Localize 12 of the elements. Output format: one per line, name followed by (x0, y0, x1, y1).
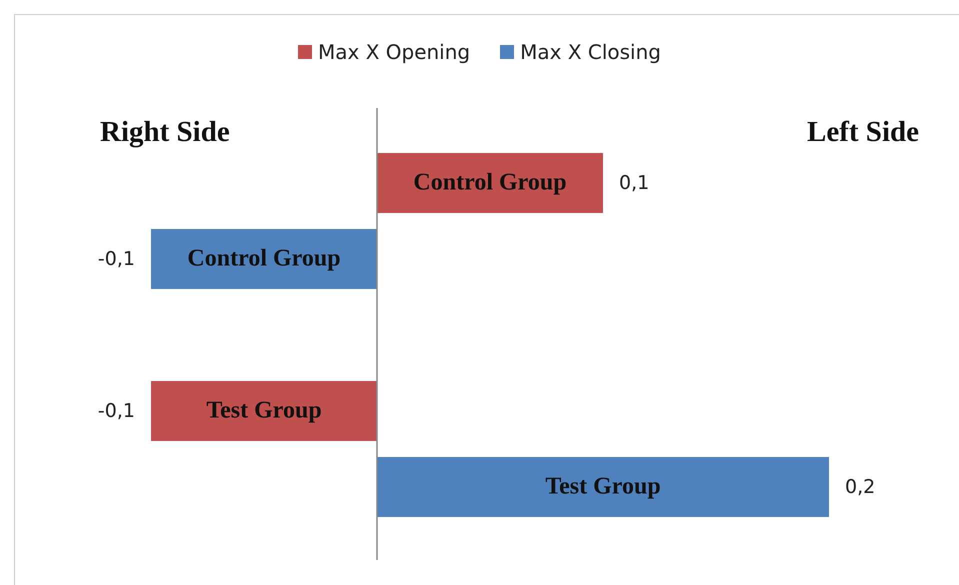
value-label: 0,2 (845, 476, 876, 498)
side-label: Left Side (807, 116, 919, 149)
side-label: Right Side (100, 116, 230, 149)
legend-label: Max X Opening (318, 40, 470, 64)
category-label: Test Group (545, 474, 661, 500)
category-label: Control Group (413, 170, 567, 196)
value-label: 0,1 (619, 172, 650, 194)
value-label: -0,1 (98, 400, 135, 422)
value-label: -0,1 (98, 248, 135, 270)
category-label: Control Group (187, 246, 341, 272)
category-label: Test Group (206, 398, 322, 424)
legend-label: Max X Closing (520, 40, 661, 64)
